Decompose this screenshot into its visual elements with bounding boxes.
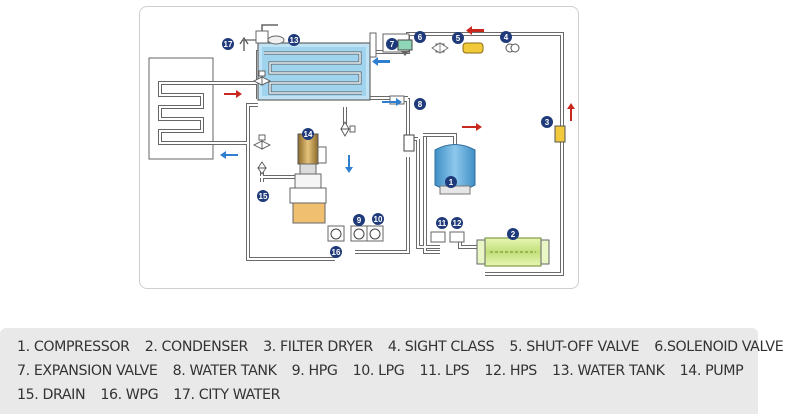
svg-text:1: 1 [449, 178, 454, 187]
svg-text:11: 11 [438, 219, 447, 228]
badge-16: 16 [330, 246, 342, 258]
svg-text:2: 2 [511, 230, 516, 239]
badges: 1 2 3 4 5 6 7 8 9 10 11 12 13 14 15 16 1… [222, 31, 553, 258]
badge-17: 17 [222, 38, 234, 50]
city-water-inlet [239, 36, 256, 51]
svg-text:16: 16 [332, 248, 341, 257]
condenser [476, 237, 550, 267]
badge-14: 14 [302, 128, 314, 140]
manual-valves [252, 70, 356, 175]
badge-2: 2 [507, 228, 519, 240]
legend-item: 16. WPG [100, 387, 159, 403]
expansion-valve-body [369, 32, 377, 58]
svg-text:6: 6 [418, 33, 423, 42]
legend-item: 4. SIGHT CLASS [387, 339, 495, 355]
badge-3: 3 [541, 116, 553, 128]
legend-item: 13. WATER TANK [552, 363, 665, 379]
component-legend: 1. COMPRESSOR 2. CONDENSER 3. FILTER DRY… [0, 328, 784, 414]
badge-10: 10 [372, 213, 384, 225]
svg-text:12: 12 [453, 219, 462, 228]
legend-row-3: 15. DRAIN 16. WPG 17. CITY WATER [17, 387, 291, 403]
blue-down-arrow [345, 155, 353, 173]
badge-11: 11 [436, 217, 448, 229]
liquid-receiver [403, 134, 415, 152]
sight-glass [505, 43, 520, 53]
pump [289, 133, 327, 224]
badge-9: 9 [353, 214, 365, 226]
pressure-switches [430, 231, 465, 243]
badge-1: 1 [445, 176, 457, 188]
legend-item: 10. LPG [352, 363, 405, 379]
legend-item: 5. SHUT-OFF VALVE [509, 339, 640, 355]
badge-6: 6 [414, 31, 426, 43]
svg-text:14: 14 [304, 130, 313, 139]
legend-item: 11. LPS [419, 363, 470, 379]
legend-row-2: 7. EXPANSION VALVE 8. WATER TANK 9. HPG … [17, 363, 754, 379]
svg-text:3: 3 [545, 118, 550, 127]
legend-row-1: 1. COMPRESSOR 2. CONDENSER 3. FILTER DRY… [17, 339, 794, 355]
legend-item: 12. HPS [484, 363, 537, 379]
legend-item: 1. COMPRESSOR [17, 339, 130, 355]
shut-off-valve [431, 42, 484, 54]
water-tank-13 [255, 24, 371, 101]
red-left-arrow-top [466, 26, 484, 35]
svg-text:13: 13 [290, 36, 299, 45]
legend-item: 3. FILTER DRYER [263, 339, 373, 355]
blue-right-arrow-mid [382, 98, 402, 106]
refrigeration-diagram: 1 2 3 4 5 6 7 8 9 10 11 12 13 14 15 16 1… [139, 6, 579, 289]
badge-15: 15 [257, 190, 269, 202]
blue-left-arrow-load [220, 151, 238, 159]
badge-13: 13 [288, 34, 300, 46]
pressure-gauges [327, 225, 384, 242]
blue-left-arrow-top [372, 57, 390, 66]
svg-text:7: 7 [390, 40, 395, 49]
legend-item: 7. EXPANSION VALVE [17, 363, 158, 379]
legend-item: 9. HPG [291, 363, 338, 379]
filter-dryer [554, 125, 566, 143]
diagram-canvas: 1 2 3 4 5 6 7 8 9 10 11 12 13 14 15 16 1… [148, 24, 575, 276]
compressor [434, 144, 476, 195]
svg-text:8: 8 [418, 100, 423, 109]
badge-5: 5 [452, 32, 464, 44]
badge-4: 4 [500, 31, 512, 43]
legend-item: 15. DRAIN [17, 387, 86, 403]
svg-text:4: 4 [504, 33, 509, 42]
svg-text:15: 15 [259, 192, 268, 201]
svg-text:5: 5 [456, 34, 461, 43]
legend-item: 6.SOLENOID VALVE [654, 339, 784, 355]
badge-7: 7 [386, 38, 398, 50]
legend-item: 14. PUMP [679, 363, 744, 379]
red-right-arrow-load [224, 90, 242, 98]
legend-item: 8. WATER TANK [172, 363, 277, 379]
svg-text:10: 10 [374, 215, 383, 224]
red-up-arrow [567, 103, 575, 121]
legend-item: 2. CONDENSER [144, 339, 249, 355]
svg-text:17: 17 [224, 40, 233, 49]
badge-8: 8 [414, 98, 426, 110]
badge-12: 12 [451, 217, 463, 229]
flow-arrows [220, 26, 575, 173]
legend-item: 17. CITY WATER [173, 387, 281, 403]
red-right-arrow-mid [462, 123, 482, 131]
load-coil [148, 57, 214, 160]
svg-text:9: 9 [357, 216, 362, 225]
